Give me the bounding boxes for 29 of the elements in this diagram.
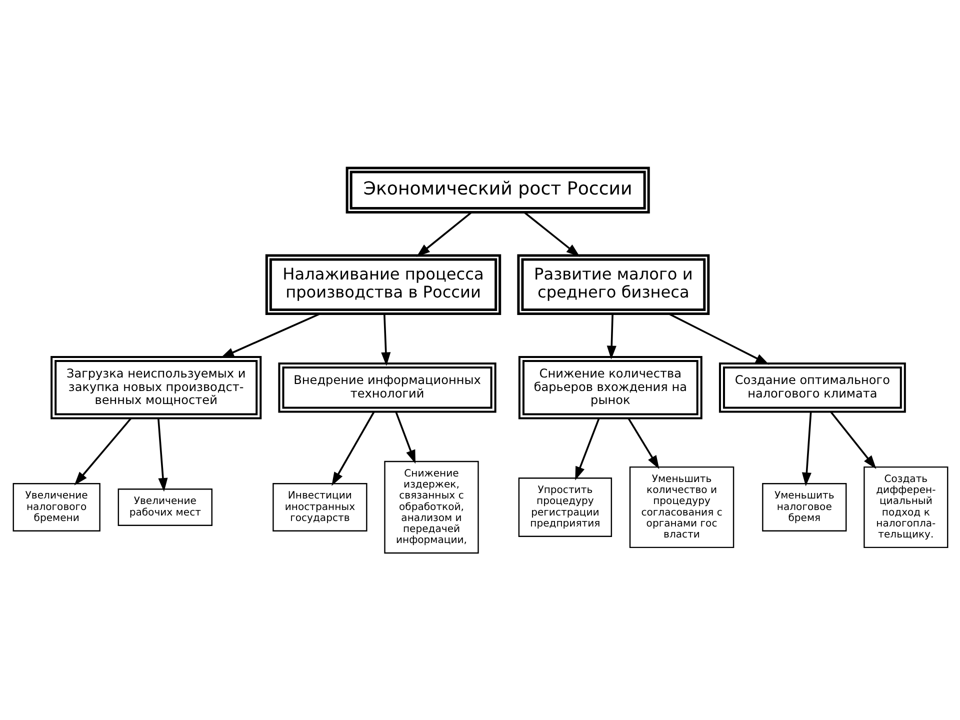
- node-box: Снижение издержек, связанных с обработкой, анализом и передачей информации,: [384, 460, 478, 554]
- node-box: Упростить процедуру регистрации предприятия: [518, 477, 612, 536]
- node-box: Создание оптимального налогового климата: [718, 362, 906, 412]
- arrow: [668, 312, 769, 364]
- node-box: Внедрение информационных технологий: [278, 362, 496, 412]
- arrow: [220, 312, 320, 358]
- node-box: Налаживание процесса производства в России: [264, 254, 501, 315]
- arrow: [830, 410, 876, 468]
- node-box: Экономический рост России: [345, 166, 650, 213]
- arrow: [606, 314, 616, 359]
- node-box: Увеличение рабочих мест: [117, 488, 212, 526]
- node-box: Уменьшить количество и процедуру согласования с органами гос власти: [628, 466, 734, 548]
- arrow: [74, 417, 132, 485]
- arrow: [523, 211, 580, 256]
- node-box: Загрузка неиспользуемых и закупка новых производст- венных мощностей: [50, 355, 262, 419]
- arrow: [801, 411, 812, 486]
- node-box: Инвестиции иностранных государств: [272, 482, 367, 531]
- arrow: [331, 410, 374, 486]
- arrow: [380, 313, 390, 366]
- node-box: Уменьшить налоговое бремя: [762, 482, 846, 531]
- arrow: [574, 417, 600, 480]
- node-box: Развитие малого и среднего бизнеса: [516, 254, 710, 315]
- arrow: [416, 211, 472, 256]
- arrow: [156, 418, 168, 492]
- node-box: Создать дифферен- циальный подход к налогопла- тельщику.: [863, 466, 948, 548]
- node-box: Увеличение налогового бремени: [12, 482, 100, 531]
- arrow: [627, 417, 659, 469]
- node-box: Снижение количества барьеров вхождения на рынок: [518, 355, 702, 419]
- arrow: [394, 411, 416, 464]
